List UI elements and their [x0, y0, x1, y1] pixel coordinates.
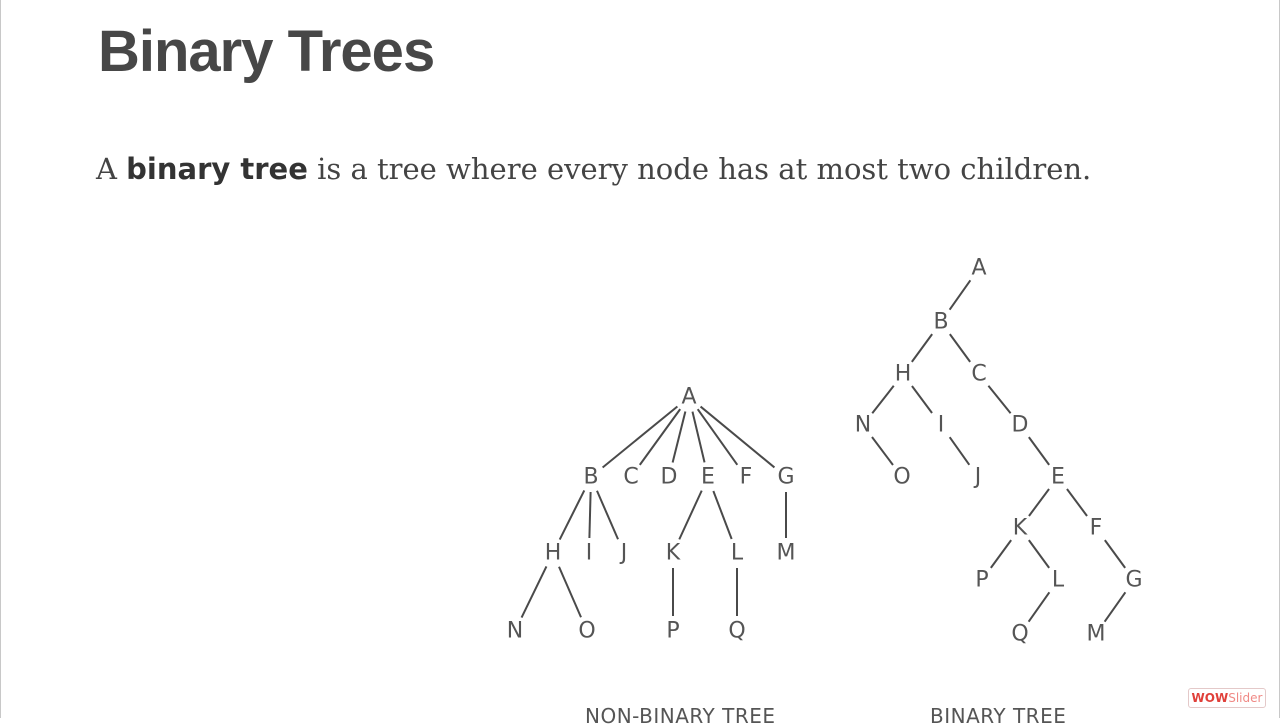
node-d: D: [661, 465, 678, 490]
edge-e-k: [678, 490, 703, 540]
edge-a-e: [691, 411, 706, 463]
node-k: K: [666, 541, 681, 566]
edge-h-o: [558, 566, 582, 618]
node-l: L: [1052, 568, 1065, 593]
definition-prefix: A: [96, 152, 127, 186]
edge-b-i: [588, 491, 592, 539]
edge-c-d: [987, 385, 1012, 414]
edge-a-f: [696, 408, 739, 466]
node-o: O: [578, 619, 595, 644]
edge-a-g: [699, 405, 776, 469]
edge-n-o: [871, 436, 894, 466]
edge-e-f: [1066, 488, 1088, 517]
binary-tree-caption: BINARY TREE: [930, 704, 1067, 728]
node-j: J: [973, 465, 982, 490]
node-l: L: [731, 541, 744, 566]
node-h: H: [895, 362, 912, 387]
edge-b-h: [911, 333, 933, 363]
binary-tree: A B H C N I D O J E K F P L G Q M: [855, 256, 1143, 647]
edge-i-j: [948, 436, 971, 466]
edge-a-d: [671, 411, 687, 463]
wowslider-watermark[interactable]: WOWSlider: [1188, 688, 1266, 708]
node-o: O: [893, 465, 910, 490]
edge-b-j: [596, 490, 619, 540]
edge-a-b: [948, 279, 972, 311]
edge-e-l: [712, 490, 733, 540]
non-binary-tree-caption: NON-BINARY TREE: [585, 704, 776, 728]
definition-suffix: is a tree where every node has at most t…: [307, 152, 1092, 186]
node-e: E: [701, 465, 715, 490]
edge-e-k: [1028, 488, 1050, 517]
node-c: C: [971, 362, 986, 387]
node-c: C: [623, 465, 638, 490]
definition-text: A binary tree is a tree where every node…: [96, 152, 1091, 186]
watermark-part1: WOW: [1191, 691, 1229, 705]
node-b: B: [933, 310, 948, 335]
edge-h-i: [911, 385, 933, 414]
slide-title: Binary Trees: [98, 19, 435, 84]
edge-f-g: [1104, 539, 1126, 569]
watermark-part2: Slider: [1228, 691, 1263, 705]
edge-k-p: [990, 539, 1012, 569]
node-a: A: [681, 385, 696, 410]
edge-g-m: [1103, 591, 1127, 623]
node-h: H: [545, 541, 562, 566]
node-p: P: [666, 619, 679, 644]
node-j: J: [619, 541, 628, 566]
node-p: P: [975, 568, 988, 593]
node-f: F: [740, 465, 753, 490]
node-b: B: [583, 465, 598, 490]
node-m: M: [1087, 622, 1106, 647]
node-g: G: [777, 465, 794, 490]
edge-l-q: [1027, 591, 1051, 623]
edge-b-h: [558, 489, 586, 541]
edge-b-c: [949, 333, 971, 363]
node-d: D: [1012, 413, 1029, 438]
definition-term: binary tree: [126, 152, 308, 186]
edge-a-c: [638, 408, 682, 466]
node-f: F: [1090, 516, 1103, 541]
node-g: G: [1125, 568, 1142, 593]
edge-d-e: [1028, 436, 1050, 466]
edge-k-l: [1028, 539, 1050, 569]
node-q: Q: [1011, 622, 1028, 647]
edge-h-n: [871, 385, 895, 414]
edge-a-b: [601, 405, 679, 469]
node-m: M: [777, 541, 796, 566]
node-q: Q: [728, 619, 745, 644]
node-n: N: [507, 619, 523, 644]
node-n: N: [855, 413, 871, 438]
node-e: E: [1051, 465, 1065, 490]
node-a: A: [971, 256, 986, 281]
edge-h-n: [520, 566, 548, 618]
node-i: I: [586, 541, 593, 566]
node-i: I: [938, 413, 945, 438]
node-k: K: [1013, 516, 1028, 541]
